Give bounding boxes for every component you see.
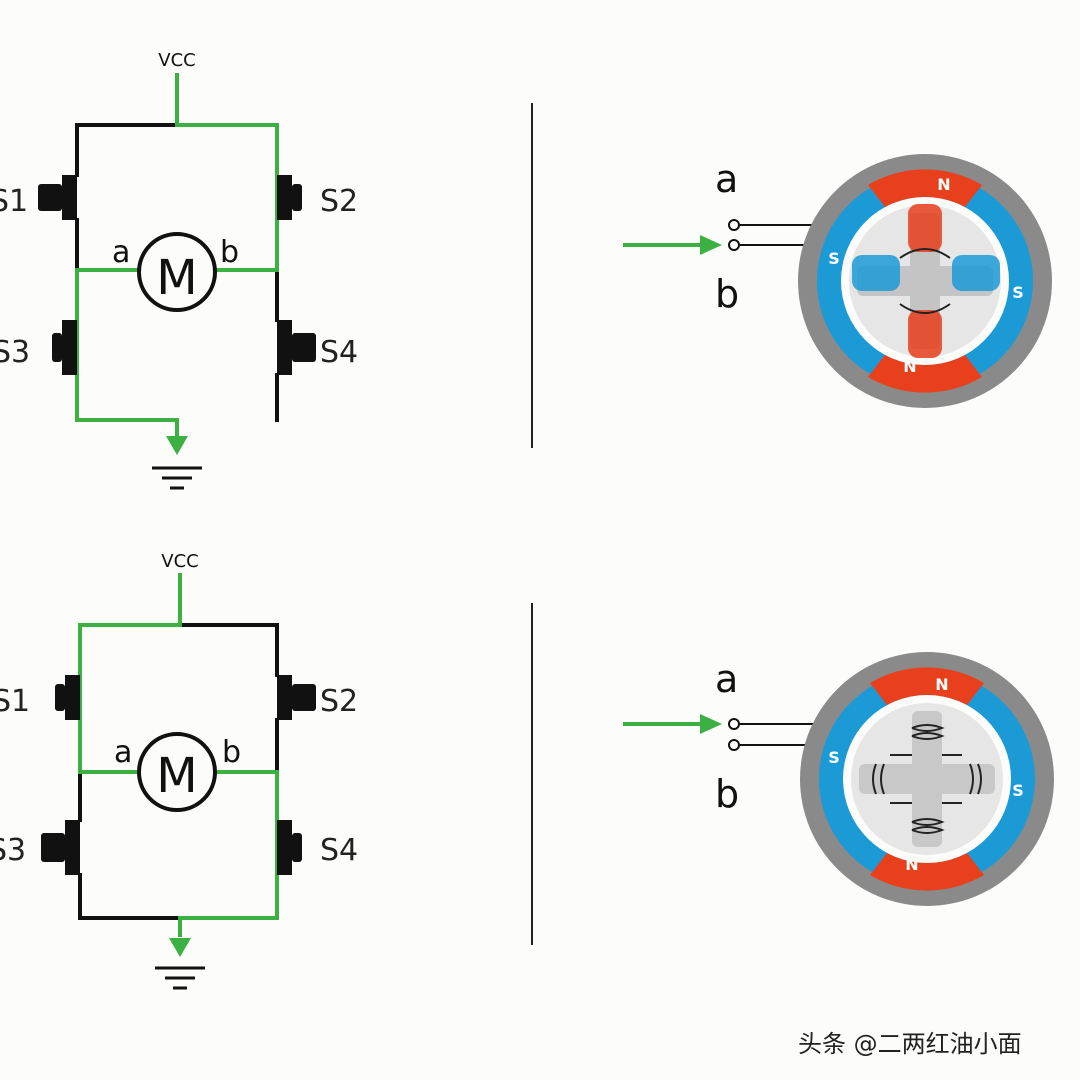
switch-s3 bbox=[41, 820, 80, 875]
s3-label: S3 bbox=[0, 335, 30, 370]
lead-a-terminal bbox=[728, 718, 740, 730]
pole-s-right: S bbox=[1012, 781, 1024, 800]
switch-s4 bbox=[277, 820, 302, 875]
wire bbox=[78, 623, 279, 920]
lead-b-terminal bbox=[728, 239, 740, 251]
north-pole-top bbox=[870, 667, 984, 705]
pole-s-right: S bbox=[1012, 283, 1024, 302]
lead-b-terminal bbox=[728, 739, 740, 751]
terminal-b-label: b bbox=[220, 235, 239, 270]
coil-left bbox=[852, 255, 900, 291]
switch-s4 bbox=[277, 320, 316, 375]
lead-b-label: b bbox=[715, 272, 739, 316]
terminal-b-label: b bbox=[222, 735, 241, 770]
arrow-icon bbox=[700, 235, 722, 255]
ground-icon bbox=[152, 466, 202, 490]
bottom-stepper-motor: a b N S S N bbox=[623, 652, 1054, 906]
top-h-bridge: VCC S1 S2 S3 S4 M a b bbox=[0, 50, 358, 490]
switch-s1 bbox=[38, 175, 77, 220]
motor-label: M bbox=[156, 748, 197, 804]
vcc-label: VCC bbox=[161, 551, 198, 572]
pole-n-top: N bbox=[937, 175, 950, 194]
switch-s2 bbox=[277, 675, 316, 720]
pole-s-left: S bbox=[828, 249, 840, 268]
divider bbox=[531, 103, 533, 448]
motor-label: M bbox=[156, 250, 197, 306]
coil-windings bbox=[872, 724, 982, 834]
coil-bottom bbox=[908, 310, 942, 358]
lead-a-label: a bbox=[715, 657, 738, 701]
watermark: 头条 @二两红油小面 bbox=[798, 1024, 1022, 1059]
pole-n-bottom: N bbox=[905, 855, 918, 874]
down-arrow-icon bbox=[169, 938, 191, 957]
s1-label: S1 bbox=[0, 684, 30, 719]
bottom-h-bridge: VCC S1 S2 S3 S4 M a b bbox=[0, 551, 358, 990]
s4-label: S4 bbox=[320, 833, 358, 868]
coil-top bbox=[908, 204, 942, 252]
s2-label: S2 bbox=[320, 184, 358, 219]
switch-s3 bbox=[52, 320, 77, 375]
divider bbox=[531, 603, 533, 945]
down-arrow-icon bbox=[166, 436, 188, 455]
ground-icon bbox=[155, 966, 205, 990]
pole-n-top: N bbox=[935, 675, 948, 694]
switch-s1 bbox=[55, 675, 80, 720]
s1-label: S1 bbox=[0, 184, 28, 219]
north-pole-bottom bbox=[870, 853, 984, 891]
motor-symbol bbox=[137, 232, 217, 312]
north-pole-bottom bbox=[868, 355, 982, 393]
top-stepper-motor: a b N S S N bbox=[623, 154, 1052, 408]
lead-a-terminal bbox=[728, 219, 740, 231]
switch-s2 bbox=[277, 175, 302, 220]
lead-a-label: a bbox=[715, 157, 738, 201]
motor-symbol bbox=[137, 732, 217, 812]
coil-right bbox=[952, 255, 1000, 291]
s2-label: S2 bbox=[320, 684, 358, 719]
s4-label: S4 bbox=[320, 335, 358, 370]
terminal-a-label: a bbox=[114, 735, 132, 770]
north-pole-top bbox=[868, 169, 982, 207]
wire bbox=[75, 123, 279, 422]
arrow-icon bbox=[700, 714, 722, 734]
watermark-text: 头条 @二两红油小面 bbox=[798, 1030, 1022, 1058]
s3-label: S3 bbox=[0, 833, 26, 868]
pole-s-left: S bbox=[828, 748, 840, 767]
pole-n-bottom: N bbox=[903, 357, 916, 376]
terminal-a-label: a bbox=[112, 235, 130, 270]
lead-b-label: b bbox=[715, 772, 739, 816]
vcc-label: VCC bbox=[158, 50, 195, 71]
